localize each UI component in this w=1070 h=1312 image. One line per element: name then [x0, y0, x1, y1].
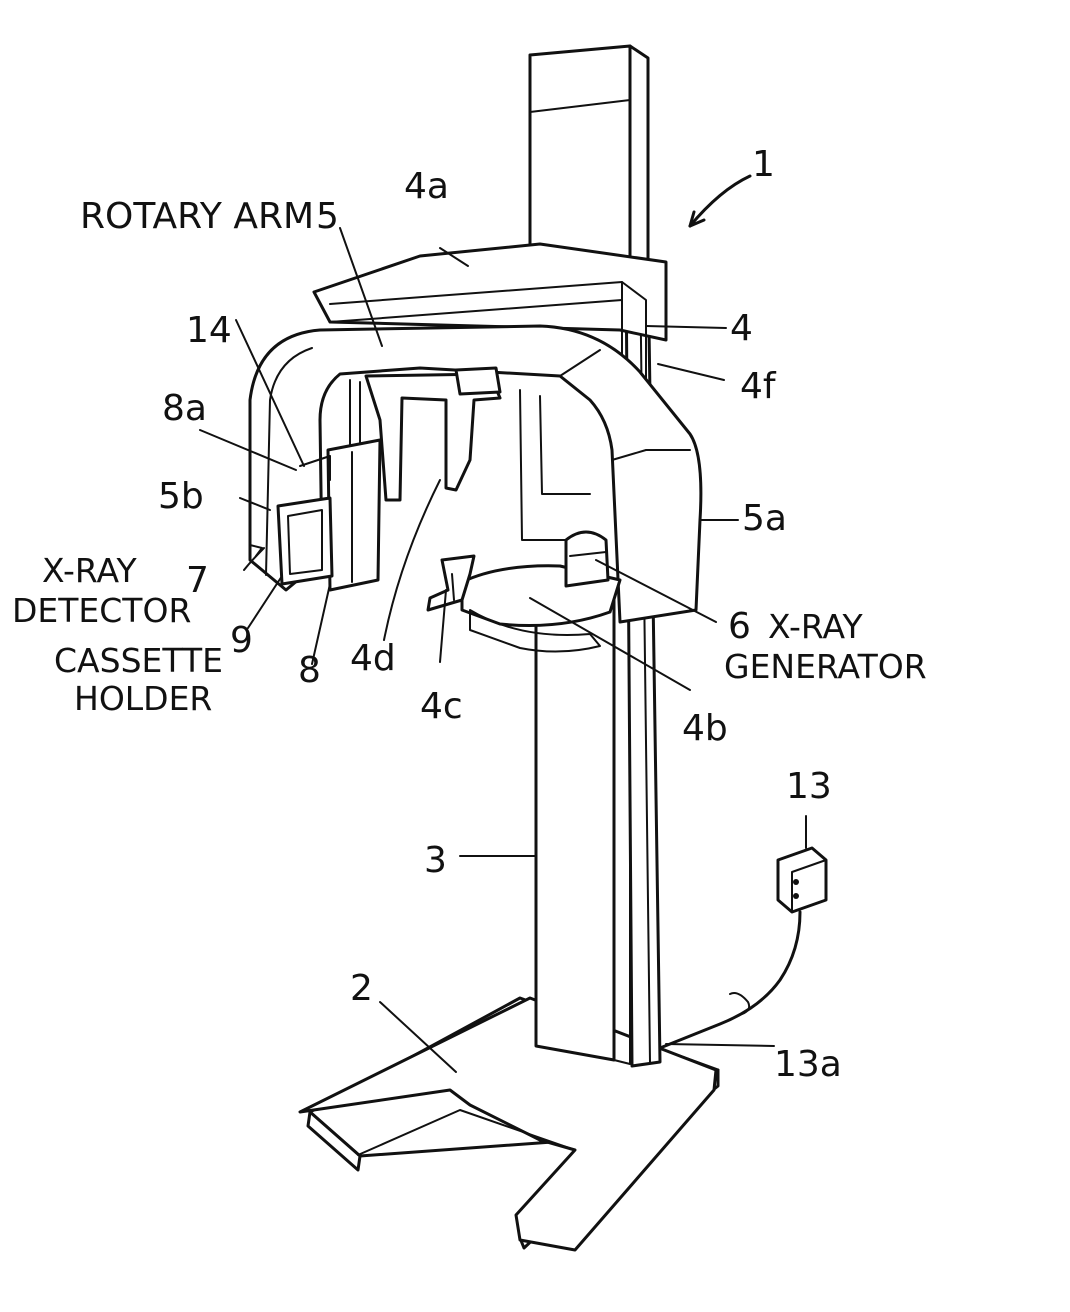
label-4a: 4a [404, 166, 449, 207]
label-4c: 4c [420, 686, 463, 727]
label-4f: 4f [740, 366, 777, 407]
label-8a: 8a [162, 388, 207, 429]
label-xray-detector-line2: DETECTOR [12, 591, 191, 630]
label-7: 7 [186, 560, 209, 601]
label-13: 13 [786, 766, 832, 807]
label-5a: 5a [742, 498, 787, 539]
label-xray-generator-line1: X-RAY [768, 607, 863, 646]
label-rotary-arm: ROTARY ARM [80, 196, 314, 237]
label-9: 9 [230, 620, 253, 661]
label-14: 14 [186, 310, 232, 351]
switch-and-cable [660, 848, 826, 1048]
label-5b: 5b [158, 476, 204, 517]
xray-generator [566, 532, 608, 586]
label-8: 8 [298, 650, 321, 691]
inner-components [350, 368, 600, 540]
label-xray-generator-line2: GENERATOR [724, 647, 927, 686]
label-4b: 4b [682, 708, 728, 749]
label-4d: 4d [350, 638, 396, 679]
main-column [536, 585, 630, 1064]
label-3: 3 [424, 840, 447, 881]
label-13a: 13a [774, 1044, 842, 1085]
label-cassette-holder-line2: HOLDER [74, 679, 212, 718]
label-xray-detector-line1: X-RAY [42, 551, 137, 590]
label-5: 5 [316, 196, 339, 237]
label-cassette-holder-line1: CASSETTE [54, 641, 223, 680]
label-4: 4 [730, 308, 753, 349]
label-2: 2 [350, 968, 373, 1009]
label-1: 1 [752, 144, 775, 185]
label-6: 6 [728, 606, 751, 647]
